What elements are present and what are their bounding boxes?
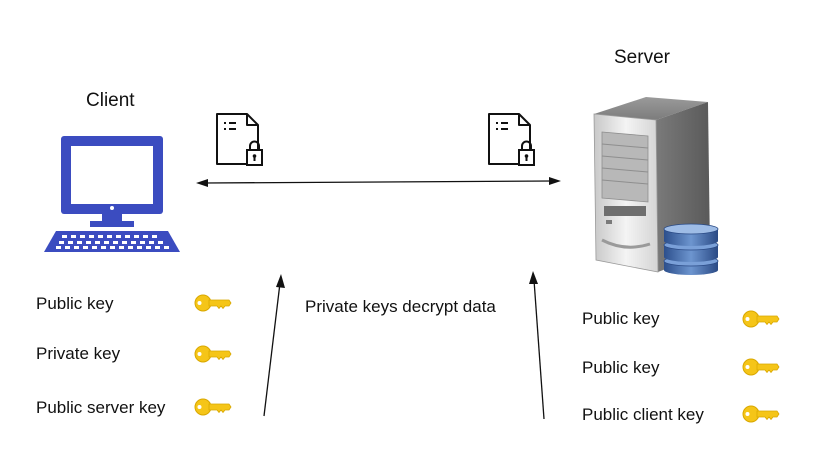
client-locked-document-icon [216, 113, 263, 166]
server-key-label: Public client key [582, 405, 704, 424]
server-up-arrow [529, 271, 545, 420]
key-icon [742, 405, 780, 423]
database-icon [663, 223, 719, 275]
key-icon [194, 294, 232, 312]
key-icon [194, 398, 232, 416]
client-key-label: Public key [36, 294, 114, 313]
client-up-arrow [263, 274, 285, 417]
client-title: Client [86, 90, 135, 111]
key-icon [742, 310, 780, 328]
client-key-label: Private key [36, 344, 121, 363]
server-locked-document-icon [488, 113, 535, 166]
key-icon [742, 358, 780, 376]
server-key-label: Public key [582, 358, 660, 377]
server-title: Server [614, 47, 670, 68]
key-icon [194, 345, 232, 363]
center-caption: Private keys decrypt data [305, 297, 496, 316]
server-key-label: Public key [582, 309, 660, 328]
bidirectional-arrow [196, 177, 561, 187]
client-key-label: Public server key [36, 398, 166, 417]
desktop-computer-icon [44, 136, 180, 252]
